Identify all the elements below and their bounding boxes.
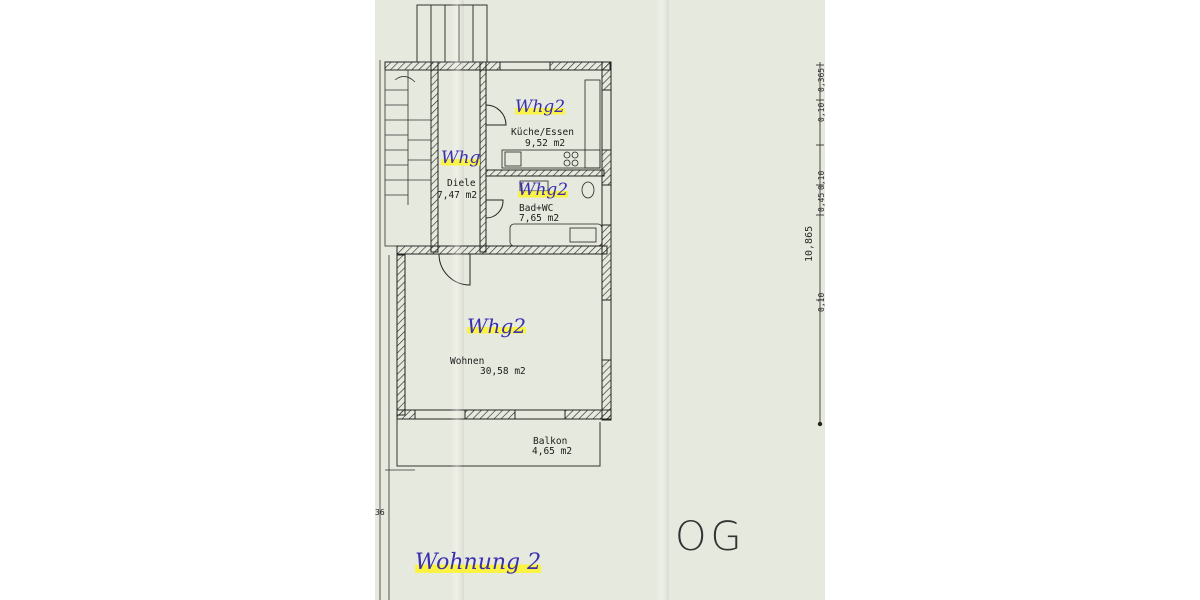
dimension-3: 0,10 <box>817 170 825 190</box>
wall-left-living <box>396 254 406 416</box>
room-living-area: 30,58 m2 <box>480 366 526 377</box>
edge-lines <box>379 60 415 600</box>
handwritten-living-label: Whg2 <box>467 314 526 338</box>
dimension-2: 0,10 <box>817 102 825 122</box>
dimension-1: 0,365 <box>817 67 825 92</box>
handwritten-apartment-label: Wohnung 2 <box>415 550 542 576</box>
exterior-stair <box>416 4 488 63</box>
room-balcony-area: 4,65 m2 <box>532 446 573 457</box>
wall-hall-living <box>396 245 608 255</box>
dimension-total: 10,865 <box>804 225 815 262</box>
room-kitchen-name: Küche/Essen <box>511 127 574 138</box>
room-kitchen-area: 9,52 m2 <box>525 138 566 149</box>
room-hall-name: Diele <box>447 178 476 189</box>
kitchen-counter <box>501 79 601 169</box>
wall-top <box>384 61 611 71</box>
handwritten-kitchen-label: Whg2 <box>515 97 566 117</box>
balcony <box>396 419 601 467</box>
room-bath-name: Bad+WC <box>519 203 554 214</box>
handwritten-hall-label: Whg <box>441 148 481 168</box>
room-living-name: Wohnen <box>450 356 485 367</box>
dimension-5: 0,10 <box>817 292 825 312</box>
handwritten-bath-label: Whg2 <box>518 180 569 200</box>
dimension-line <box>816 62 824 427</box>
floor-plan-sheet: Küche/Essen 9,52 m2 Diele 7,47 m2 Bad+WC… <box>375 0 825 600</box>
wall-hall-kitchen <box>479 61 487 253</box>
paper-fold <box>450 0 464 600</box>
wall-stair <box>430 61 439 253</box>
wall-kitchen-bath <box>485 169 605 177</box>
doors <box>438 104 507 286</box>
room-balcony-name: Balkon <box>533 436 568 447</box>
floor-label: OG <box>675 514 746 560</box>
paper-fold <box>655 0 669 600</box>
room-bath-area: 7,65 m2 <box>519 213 560 224</box>
floor-plan-drawing <box>379 4 824 600</box>
edge-dimension: 36 <box>375 508 385 517</box>
dimension-4: 0,45 <box>817 192 825 212</box>
room-hall-area: 7,47 m2 <box>437 190 478 201</box>
stairwell <box>384 69 432 247</box>
